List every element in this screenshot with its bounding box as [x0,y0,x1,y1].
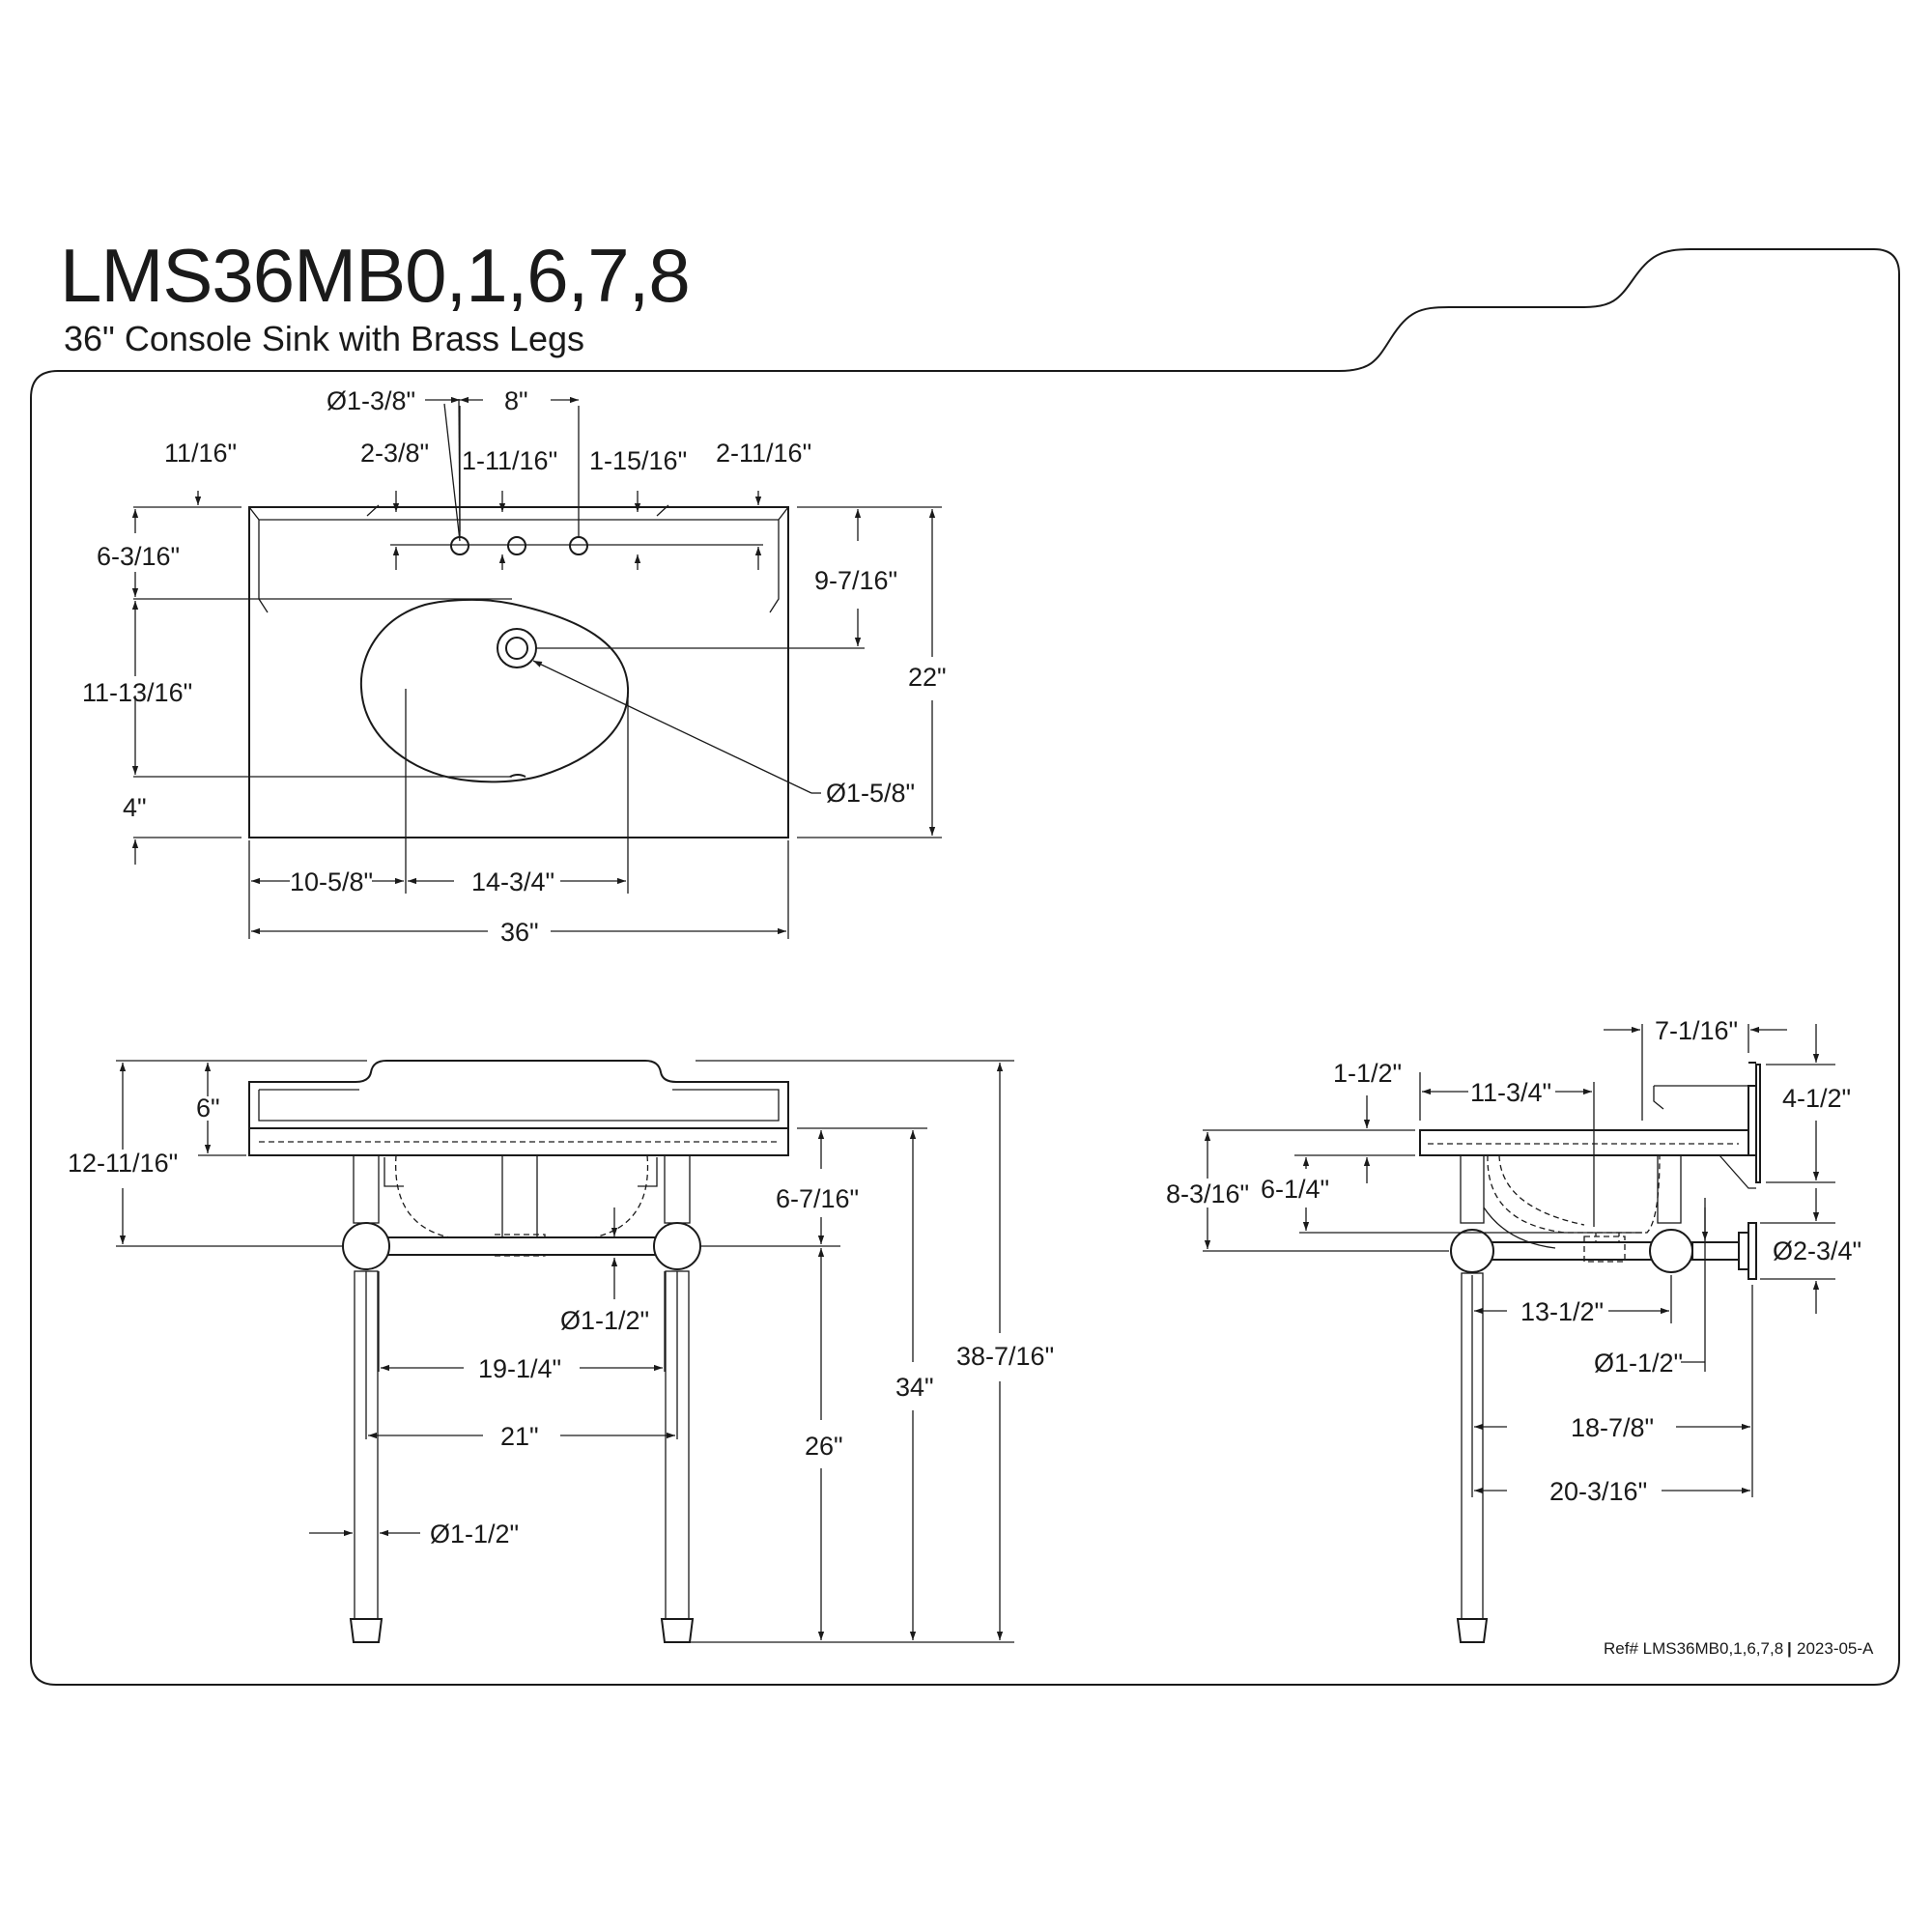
front-leg-left-upper [353,1154,380,1224]
front-foot-left [349,1618,384,1643]
dim-drain-depth: 9-7/16" [814,566,897,595]
dim-front-bar-dia: Ø1-1/2" [560,1306,649,1335]
dim-front-backsplash-height: 6" [196,1094,220,1122]
side-crossbar [1483,1241,1662,1261]
dim-front-apron-to-bar: 6-7/16" [776,1184,859,1213]
dim-side-flange-dia: Ø2-3/4" [1773,1236,1861,1265]
dim-side-top-to-bar: 8-3/16" [1166,1179,1249,1208]
front-joint-right [653,1222,701,1270]
side-drain-escutcheon [1747,1222,1757,1280]
model-title: LMS36MB0,1,6,7,8 [60,233,691,318]
front-joint-left [342,1222,390,1270]
sink-bowl-outline [359,598,630,783]
dim-overall-depth: 22" [908,663,947,692]
side-leg-right-upper [1657,1154,1682,1224]
faucet-hole-center [507,536,526,555]
ref-separator: | [1787,1639,1792,1658]
dim-side-overall-depth: 20-3/16" [1549,1477,1647,1506]
side-countertop [1419,1129,1749,1156]
faucet-hole-right [569,536,588,555]
dim-side-bracket-height: 4-1/2" [1782,1084,1851,1113]
front-bowl-hidden [395,1154,649,1239]
dim-hole-to-center: 1-11/16" [462,446,557,475]
countertop-outline [248,506,789,838]
side-bowl-hidden [1487,1154,1661,1234]
dim-front-overall-height: 38-7/16" [956,1342,1054,1371]
side-bowl-inner-hidden [1498,1154,1620,1256]
side-wall-bracket [1748,1062,1761,1183]
model-subtitle: 36" Console Sink with Brass Legs [64,319,585,358]
dim-side-backsplash-depth: 7-1/16" [1655,1016,1738,1045]
dim-overall-width: 36" [500,918,539,947]
top-view: Ø1-3/8" 8" 11/16" 2-3/8" 1-11/16" 1-15/1… [82,386,947,947]
dim-faucet-hole-dia: Ø1-3/8" [327,386,415,415]
front-view: 6" 12-11/16" 6-7/16" Ø1-1/2" 19-1/4" 21"… [68,1060,1054,1643]
front-bracket-left [384,1157,404,1187]
overflow-slot [509,774,526,778]
side-leg-left-upper [1460,1154,1485,1224]
dim-drain-dia: Ø1-5/8" [826,779,915,808]
side-joint-right [1649,1229,1693,1273]
front-backsplash-inner [258,1089,780,1122]
front-bracket-right [638,1157,658,1187]
dim-backsplash-thickness: 11/16" [164,439,237,468]
dim-faucet-spread: 8" [504,386,528,415]
side-bracket-arm [1653,1085,1756,1189]
footer-ref: Ref# LMS36MB0,1,6,7,8 | 2023-05-A [1604,1639,1874,1658]
drain-inner [505,637,528,660]
dim-center-to-right: 1-15/16" [589,446,687,475]
side-drain-pipe [1691,1241,1740,1261]
front-crossbar [380,1236,664,1256]
side-bar-left-arc [1483,1207,1556,1249]
side-trap-hidden [1583,1236,1626,1263]
dim-side-bar-dia: Ø1-1/2" [1594,1349,1683,1378]
side-backsplash [1747,1085,1757,1156]
dim-left-hole-offset: 2-3/8" [360,439,429,468]
front-drain [501,1154,538,1247]
dim-front-top-to-bar: 12-11/16" [68,1149,178,1178]
side-drain-flange [1738,1232,1749,1270]
dim-side-bowl-depth: 6-1/4" [1261,1175,1329,1204]
dim-front-inner-leg-span: 19-1/4" [478,1354,561,1383]
dim-front-leg-dia: Ø1-1/2" [430,1520,519,1548]
dim-bowl-left-offset: 10-5/8" [290,867,373,896]
dim-side-bowl-reach: 11-3/4" [1470,1078,1551,1107]
frame-border [30,248,1900,1686]
dim-bowl-width: 14-3/4" [471,867,554,896]
front-foot-right [660,1618,695,1643]
front-backsplash [248,1060,789,1129]
backsplash-outline [248,506,789,613]
dim-right-hole-to-edge: 2-11/16" [716,439,811,468]
dim-side-backsplash-offset: 1-1/2" [1333,1059,1402,1088]
drain-outer [497,628,537,668]
ref-revision: 2023-05-A [1797,1639,1874,1658]
side-foot-left [1456,1618,1489,1643]
dim-side-bar-length: 13-1/2" [1520,1297,1604,1326]
dim-hole-depth: 6-3/16" [97,542,180,571]
dim-front-margin: 4" [123,793,147,822]
dim-front-counter-height: 34" [895,1373,934,1402]
backsplash-top-line [366,504,669,517]
side-joint-left [1450,1229,1494,1273]
dim-side-leg-to-wall: 18-7/8" [1571,1413,1654,1442]
front-leg-right-upper [664,1154,691,1224]
dim-front-leg-span: 21" [500,1422,539,1451]
ref-number: Ref# LMS36MB0,1,6,7,8 [1604,1639,1783,1658]
side-view: 7-1/16" 1-1/2" 11-3/4" 4-1/2" 6-1/4" 8-3… [1166,1016,1861,1643]
dim-front-bar-height: 26" [805,1432,843,1461]
dim-bowl-depth: 11-13/16" [82,678,192,707]
